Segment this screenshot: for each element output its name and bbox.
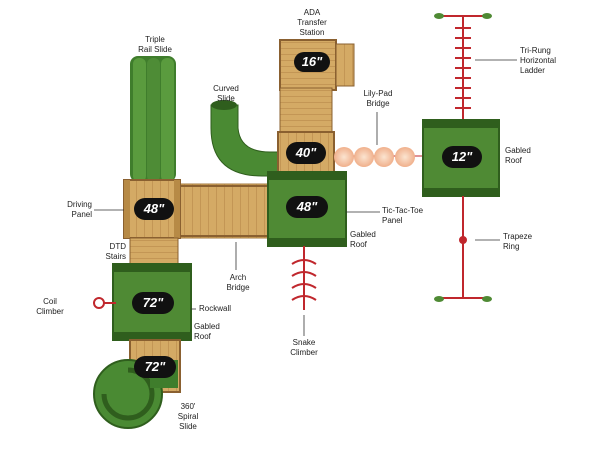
coil-climber-icon — [93, 297, 116, 309]
label-line: DTD — [109, 242, 126, 251]
svg-text:48": 48" — [296, 199, 318, 214]
label-line: Triple — [145, 35, 165, 44]
label-line: Snake — [292, 338, 316, 347]
label-dtd-stairs: DTD Stairs — [90, 242, 126, 262]
label-line: Stairs — [105, 252, 126, 261]
label-line: Bridge — [226, 283, 250, 292]
tri-rung-ladder — [437, 15, 489, 122]
label-gabled-roof-left: Gabled Roof — [194, 322, 220, 342]
label-line: Slide — [179, 422, 197, 431]
label-line: Trapeze — [503, 232, 533, 241]
label-line: Gabled — [350, 230, 376, 239]
label-line: 360' — [180, 402, 196, 411]
label-gabled-roof-right: Gabled Roof — [505, 146, 531, 166]
badge-left-tower: 72" — [132, 292, 174, 314]
label-line: ADA — [303, 8, 321, 17]
svg-text:72": 72" — [145, 359, 166, 374]
leader-lines — [94, 59, 517, 336]
label-line: Roof — [350, 240, 367, 249]
label-line: Bridge — [366, 99, 390, 108]
label-line: Tic-Tac-Toe — [382, 206, 424, 215]
label-tic-tac-toe-panel: Tic-Tac-Toe Panel — [382, 206, 423, 226]
label-line: Curved — [213, 84, 239, 93]
svg-text:72": 72" — [143, 295, 164, 310]
badge-bottom-deck: 72" — [134, 356, 176, 378]
label-spiral-slide: 360' Spiral Slide — [168, 402, 208, 432]
dtd-stairs — [129, 237, 179, 267]
label-line: Lily-Pad — [363, 89, 393, 98]
label-arch-bridge: Arch Bridge — [218, 273, 258, 293]
label-line: Climber — [290, 348, 318, 357]
label-line: Climber — [36, 307, 64, 316]
badge-gabled-right: 12" — [442, 146, 482, 168]
label-tri-rung-ladder: Tri-Rung Horizontal Ladder — [520, 46, 556, 76]
snake-climber — [291, 246, 317, 310]
label-ada-transfer-station: ADA Transfer Station — [288, 8, 336, 38]
arch-bridge — [175, 183, 271, 239]
label-line: Arch — [229, 273, 247, 282]
badge-center-deck: 48" — [134, 198, 174, 220]
label-driving-panel: Driving Panel — [52, 200, 92, 220]
label-line: Slide — [217, 94, 235, 103]
badge-ada: 16" — [294, 52, 330, 72]
label-line: Horizontal — [520, 56, 557, 65]
svg-text:40": 40" — [295, 145, 317, 160]
label-line: Panel — [71, 210, 92, 219]
label-line: Rail Slide — [138, 45, 172, 54]
label-line: Gabled — [194, 322, 220, 331]
label-line: Tri-Rung — [520, 46, 551, 55]
label-trapeze-ring: Trapeze Ring — [503, 232, 532, 252]
label-line: Coil — [43, 297, 57, 306]
svg-text:16": 16" — [302, 54, 323, 69]
svg-text:48": 48" — [143, 201, 165, 216]
triple-rail-slide — [130, 56, 176, 182]
label-triple-rail-slide: Triple Rail Slide — [128, 35, 182, 55]
label-coil-climber: Coil Climber — [30, 297, 70, 317]
label-line: Gabled — [505, 146, 531, 155]
label-lily-pad-bridge: Lily-Pad Bridge — [358, 89, 398, 109]
label-line: Rockwall — [199, 304, 232, 313]
label-line: Roof — [505, 156, 522, 165]
label-gabled-roof-mid: Gabled Roof — [350, 230, 376, 250]
badge-right-deck: 48" — [286, 196, 328, 218]
svg-text:12": 12" — [452, 149, 473, 164]
label-line: Ring — [503, 242, 520, 251]
label-curved-slide: Curved Slide — [206, 84, 246, 104]
lily-pad-bridge — [334, 147, 424, 167]
label-line: Station — [299, 28, 325, 37]
beam-feet — [434, 13, 492, 302]
curved-slide — [210, 100, 281, 177]
label-line: Spiral — [177, 412, 199, 421]
label-snake-climber: Snake Climber — [282, 338, 326, 358]
label-rockwall: Rockwall — [199, 304, 231, 314]
label-line: Ladder — [520, 66, 545, 75]
ada-transfer-station — [279, 39, 355, 133]
label-line: Panel — [382, 216, 403, 225]
label-line: Driving — [67, 200, 92, 209]
trapeze-ring — [437, 196, 489, 299]
badge-upper-tower: 40" — [286, 142, 326, 164]
label-line: Transfer — [297, 18, 327, 27]
label-line: Roof — [194, 332, 211, 341]
